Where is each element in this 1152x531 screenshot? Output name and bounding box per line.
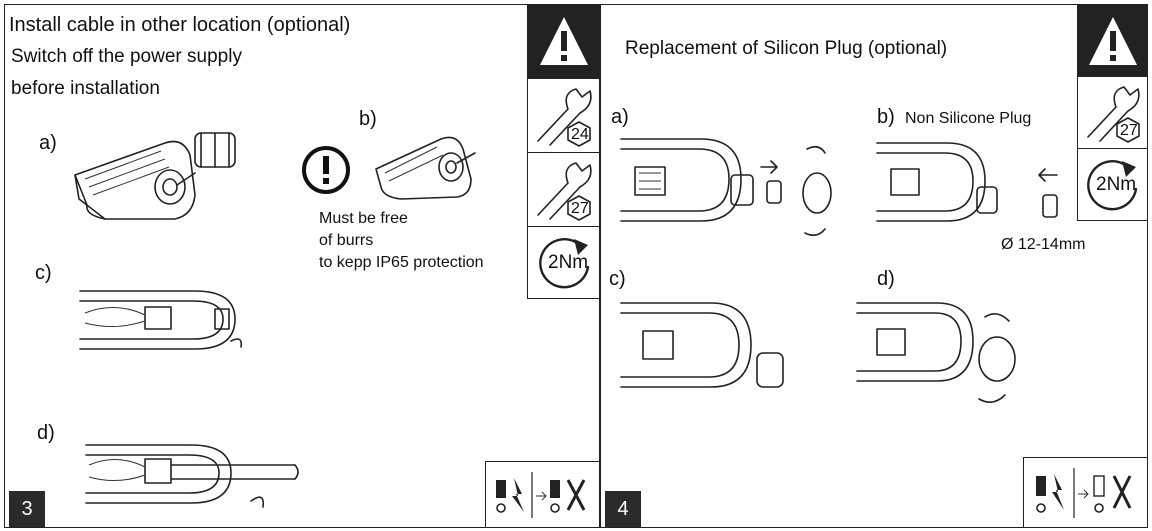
left-instruction-panel: Install cable in other location (optiona…: [4, 4, 600, 528]
step-c-label: c): [609, 268, 626, 290]
torque-icon: [539, 238, 590, 289]
hexagon-icon: [567, 121, 591, 147]
electrical-safety-icon: [496, 472, 586, 518]
lamp-end-illustration-a: [74, 132, 236, 220]
step-d-label: d): [37, 422, 55, 444]
torque-cell: 2Nm: [1078, 149, 1147, 221]
tool-size-27: 27: [571, 200, 589, 217]
tool-size-24: 24: [571, 126, 589, 143]
page-number: 3: [9, 491, 45, 527]
torque-cell: 2Nm: [528, 227, 599, 299]
note-line3: to kepp IP65 protection: [319, 254, 484, 271]
warning-icon: [1089, 17, 1137, 65]
plug-insert-illustration-b: [876, 142, 1058, 222]
wrench-icon: [1087, 86, 1140, 142]
warning-cell: [1078, 5, 1147, 77]
lamp-end-illustration-b: [375, 136, 476, 200]
step-c-label: c): [35, 262, 52, 284]
page-number: 4: [605, 491, 641, 527]
right-instruction-panel: Replacement of Silicon Plug (optional) a…: [600, 4, 1148, 528]
wrench-icon: [537, 162, 592, 220]
wrench-cell-24: 24: [528, 79, 599, 153]
step-a-label: a): [39, 132, 57, 154]
wiring-illustration-c: [79, 290, 243, 350]
wrench-cell-27: 27: [528, 153, 599, 227]
diameter-spec: Ø 12-14mm: [1001, 236, 1086, 253]
note-line2: of burrs: [319, 232, 374, 249]
step-b-label: b): [359, 108, 377, 130]
torque-value: 2Nm: [1096, 174, 1137, 195]
torque-value: 2Nm: [548, 252, 589, 273]
warning-cell: [528, 5, 599, 79]
warning-icon: [540, 17, 588, 65]
wiring-illustration-d: [85, 444, 299, 508]
page-title: Replacement of Silicon Plug (optional): [625, 38, 948, 59]
tool-sidebar: 24 27 2Nm: [527, 5, 599, 299]
note-line1: Must be free: [319, 210, 408, 227]
wrench-cell-27: 27: [1078, 77, 1147, 149]
step-b-caption: Non Silicone Plug: [905, 110, 1032, 127]
step-b-label: b): [877, 106, 895, 128]
page-title: Install cable in other location (optiona…: [9, 14, 351, 36]
torque-icon: [1087, 160, 1138, 211]
plug-removal-illustration-a: [620, 138, 832, 237]
tool-sidebar: 27 2Nm: [1077, 5, 1147, 221]
electrical-safety-box: [485, 461, 599, 527]
step-a-label: a): [611, 106, 629, 128]
electrical-safety-icon: [1036, 468, 1132, 518]
electrical-safety-box: [1023, 457, 1147, 527]
hexagon-icon: [567, 195, 591, 221]
tool-size-27: 27: [1120, 122, 1138, 139]
step-d-label: d): [877, 268, 895, 290]
gland-tighten-illustration-d: [856, 302, 1016, 403]
wrench-icon: [537, 88, 592, 146]
warning-text-line2: before installation: [11, 78, 160, 99]
hexagon-icon: [1116, 117, 1140, 143]
warning-text-line1: Switch off the power supply: [11, 46, 242, 67]
exclamation-icon: [302, 146, 350, 194]
plug-fitted-illustration-c: [620, 302, 784, 388]
